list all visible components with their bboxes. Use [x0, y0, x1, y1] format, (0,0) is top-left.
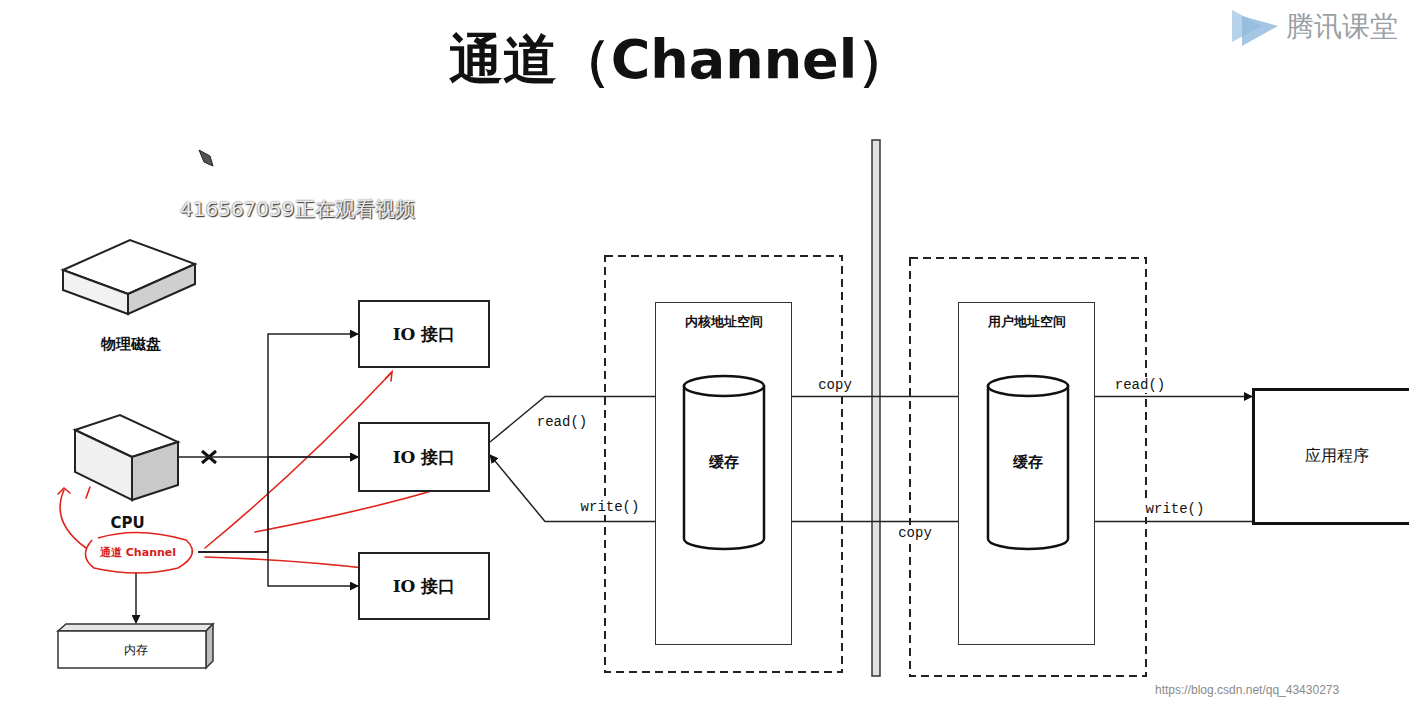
tencent-logo: [1232, 10, 1278, 46]
connector-arrow: [1069, 396, 1253, 398]
diagram-title: 通道（Channel）: [380, 28, 980, 93]
node-label: 缓存: [709, 453, 739, 472]
node-label: 内存: [124, 642, 148, 659]
shape-part: [75, 430, 132, 500]
connector-arrow: [198, 552, 358, 586]
connector-arrow: [135, 572, 137, 623]
shape-part: [58, 624, 213, 631]
logo-shape: [1242, 16, 1278, 46]
buffer-cylinder: 缓存: [987, 375, 1069, 550]
io-port-box: IO 接口: [358, 552, 490, 620]
connector-arrow: [198, 334, 358, 552]
connector-arrow: [198, 457, 358, 552]
node-label: 物理磁盘: [101, 335, 161, 354]
node-label: 应用程序: [1305, 446, 1369, 467]
viewer-watermark: 416567059正在观看视频: [180, 196, 415, 223]
shape-part: [63, 270, 128, 314]
edge-label: copy: [816, 377, 854, 393]
io-port-box: IO 接口: [358, 300, 490, 368]
annotation-stroke: [58, 488, 70, 494]
annotation-stroke: [386, 372, 392, 381]
node-label: CPU: [110, 514, 144, 532]
shape-part: [85, 532, 192, 573]
kernel-region: [605, 256, 842, 672]
io-port-box: IO 接口: [358, 422, 490, 492]
connector-arrow: [490, 455, 683, 522]
annotation-stroke: [205, 557, 380, 570]
node-label: 缓存: [1013, 453, 1043, 472]
cursor-icon: [199, 150, 213, 166]
buffer-cylinder: 缓存: [683, 375, 765, 550]
shape-part: [206, 624, 213, 668]
user-region: [910, 258, 1146, 676]
shape-part: [684, 376, 764, 396]
node-label: 内核地址空间: [685, 313, 763, 331]
disk-icon: 物理磁盘: [58, 236, 203, 354]
memory-bar: 内存: [58, 623, 214, 669]
cpu-icon: CPU: [70, 410, 185, 532]
brand-watermark: 腾讯课堂: [1286, 8, 1398, 46]
edge-label: write(): [579, 499, 642, 515]
application-box: 应用程序: [1252, 388, 1409, 525]
edge-label: write(): [1144, 501, 1207, 517]
node-label: IO 接口: [393, 323, 456, 346]
connector-arrow: [490, 397, 683, 443]
cpu-icon: [70, 410, 185, 532]
annotation-stroke: [60, 490, 86, 548]
address-space-box: 缓存内核地址空间: [655, 302, 792, 645]
source-url: https://blog.csdn.net/qq_43430273: [1155, 683, 1339, 697]
node-label: 通道 Channel: [100, 545, 176, 560]
channel-mark: 通道 Channel: [78, 532, 198, 572]
connector-arrow: [765, 396, 987, 398]
edge-label: copy: [896, 525, 934, 541]
node-label: 用户地址空间: [988, 313, 1066, 331]
space-divider: [872, 140, 880, 676]
shape-part: [988, 385, 1068, 549]
edge-label: read(): [1113, 377, 1167, 393]
edge-label: read(): [535, 414, 589, 430]
shape-part: [132, 442, 178, 500]
shape-part: [58, 631, 206, 668]
connector-arrow: [1069, 521, 1253, 523]
connector-arrow: [765, 521, 987, 523]
node-label: IO 接口: [393, 575, 456, 598]
shape-part: [128, 264, 195, 314]
shape-part: [988, 376, 1068, 396]
annotation-stroke: [86, 487, 90, 498]
address-space-box: 缓存用户地址空间: [958, 302, 1095, 645]
node-label: IO 接口: [393, 446, 456, 469]
shape-part: [684, 385, 764, 549]
